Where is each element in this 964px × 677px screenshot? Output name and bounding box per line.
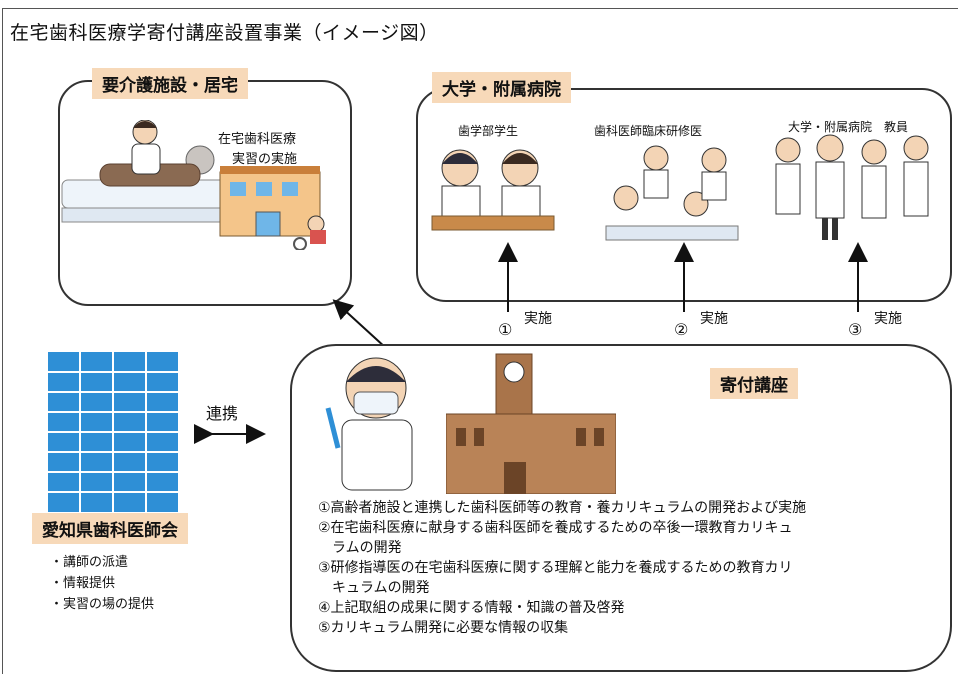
arrow-1-label: 実施	[524, 311, 552, 327]
course-item: ③研修指導医の在宅歯科医療に関する理解と能力を養成するための教育カリ	[318, 560, 793, 576]
care-facility-tag: 要介護施設・居宅	[92, 68, 248, 99]
arrow-to-care	[332, 299, 387, 349]
link-label: 連携	[206, 404, 239, 423]
course-item: キュラムの開発	[318, 580, 430, 596]
patient-icon	[99, 145, 215, 187]
arrow-2-label: 実施	[700, 311, 728, 327]
support-item: ・実習の場の提供	[50, 597, 155, 612]
students-illustration	[431, 149, 555, 231]
faculty-illustration	[775, 134, 929, 240]
dentist-illustration	[325, 357, 413, 491]
course-tag: 寄付講座	[710, 368, 798, 399]
course-item: ラムの開発	[318, 540, 402, 556]
wheelchair-icon	[293, 215, 326, 250]
arrow-3-label: 実施	[874, 311, 902, 327]
course-item: ②在宅歯科医療に献身する歯科医師を養成するための卒後一環教育カリキュ	[318, 520, 793, 536]
dental-association-building-icon	[48, 352, 178, 512]
care-note-line2: 実習の実施	[232, 152, 298, 167]
care-note-line1: 在宅歯科医療	[218, 132, 297, 147]
nurse-icon	[131, 120, 161, 175]
arrow-1-number: ①	[498, 320, 513, 339]
arrow-3-number: ③	[848, 320, 863, 339]
facility-building-icon	[219, 166, 321, 237]
dental-association-tag: 愛知県歯科医師会	[32, 513, 188, 544]
support-item: ・情報提供	[50, 576, 116, 591]
dental-association-list: ・講師の派遣 ・情報提供 ・実習の場の提供	[50, 552, 154, 615]
residents-label: 歯科医師臨床研修医	[594, 124, 703, 138]
diagram-frame	[2, 8, 958, 674]
bed-icon	[61, 179, 233, 223]
university-building-icon	[446, 353, 616, 494]
university-tag: 大学・附属病院	[432, 72, 571, 103]
course-item: ⑤カリキュラム開発に必要な情報の収集	[318, 620, 569, 636]
support-item: ・講師の派遣	[50, 555, 129, 570]
faculty-label: 大学・附属病院 教員	[788, 120, 909, 134]
course-item: ①高齢者施設と連携した歯科医師等の教育・養カリキュラムの開発および実施	[318, 500, 807, 516]
course-items-list: ①高齢者施設と連携した歯科医師等の教育・養カリキュラムの開発および実施 ②在宅歯…	[318, 498, 806, 638]
arrow-2-number: ②	[674, 320, 689, 339]
residents-illustration	[605, 145, 739, 241]
course-item: ④上記取組の成果に関する情報・知識の普及啓発	[318, 600, 625, 616]
page-title: 在宅歯科医療学寄付講座設置事業（イメージ図）	[10, 22, 439, 44]
students-label: 歯学部学生	[458, 124, 519, 138]
caregiver-illustration	[61, 120, 326, 250]
